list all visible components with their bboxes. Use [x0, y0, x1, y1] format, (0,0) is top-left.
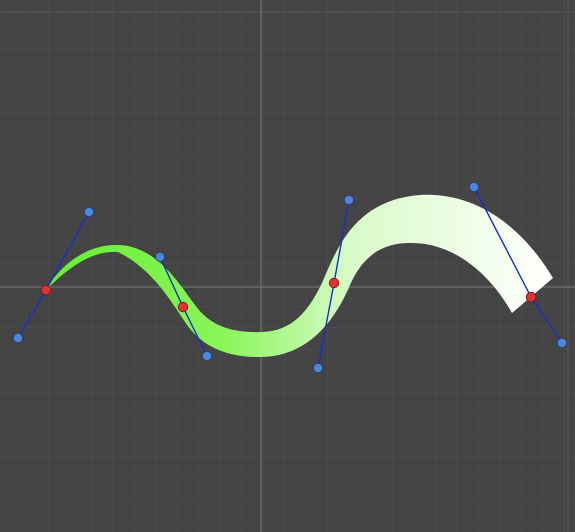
tangent-handle-out[interactable] — [557, 337, 568, 348]
anchor-point[interactable] — [525, 291, 537, 303]
anchor-point[interactable] — [40, 284, 52, 296]
control-point-3[interactable] — [468, 181, 568, 348]
spline-handles — [12, 181, 568, 373]
control-point-0[interactable] — [12, 206, 95, 343]
tangent-handle-in[interactable] — [154, 251, 165, 262]
tangent-handle-out[interactable] — [201, 350, 212, 361]
spline-stroke[interactable] — [46, 194, 553, 358]
control-point-2[interactable] — [312, 194, 354, 373]
anchor-point[interactable] — [328, 277, 340, 289]
tangent-handle-in[interactable] — [468, 181, 479, 192]
control-point-1[interactable] — [154, 251, 212, 361]
anchor-point[interactable] — [177, 301, 189, 313]
tangent-handle-in[interactable] — [12, 332, 23, 343]
tangent-handle-out[interactable] — [84, 206, 95, 217]
tangent-handle-out[interactable] — [343, 194, 354, 205]
stroke-body — [46, 194, 553, 358]
tangent-handle-in[interactable] — [312, 362, 323, 373]
